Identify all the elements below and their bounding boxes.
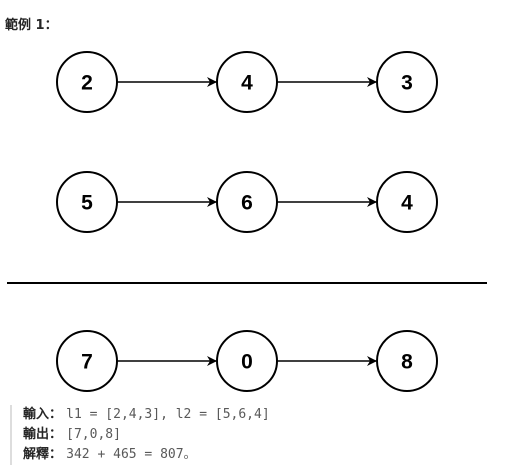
list-row-l2: 5 6 4 <box>56 171 438 233</box>
example-io-block: 輸入： l1 = [2,4,3], l2 = [5,6,4] 輸出： [7,0,… <box>10 405 423 465</box>
list-node: 2 <box>56 51 118 113</box>
example-title: 範例 1： <box>5 18 58 33</box>
list-row-l1: 2 4 3 <box>56 51 438 113</box>
node-value: 7 <box>81 351 93 374</box>
list-node: 4 <box>376 171 438 233</box>
input-label: 輸入： <box>23 407 63 422</box>
input-value: l1 = [2,4,3], l2 = [5,6,4] <box>66 407 270 422</box>
list-node: 7 <box>56 330 118 392</box>
list-node: 3 <box>376 51 438 113</box>
node-value: 8 <box>401 351 413 374</box>
node-value: 3 <box>401 72 413 95</box>
list-node: 0 <box>216 330 278 392</box>
node-value: 6 <box>241 192 253 215</box>
node-value: 2 <box>81 72 93 95</box>
node-value: 0 <box>241 351 253 374</box>
input-line: 輸入： l1 = [2,4,3], l2 = [5,6,4] <box>23 405 423 425</box>
output-line: 輸出： [7,0,8] <box>23 425 423 445</box>
node-value: 4 <box>401 192 413 215</box>
list-node: 6 <box>216 171 278 233</box>
linked-list-diagram: 2 4 3 5 6 4 7 <box>7 51 487 392</box>
list-row-result: 7 0 8 <box>56 330 438 392</box>
node-value: 5 <box>81 192 93 215</box>
output-label: 輸出： <box>23 427 63 442</box>
node-value: 4 <box>241 72 253 95</box>
explanation-value: 342 + 465 = 807。 <box>66 447 197 462</box>
output-value: [7,0,8] <box>66 427 121 442</box>
list-node: 8 <box>376 330 438 392</box>
list-node: 4 <box>216 51 278 113</box>
explanation-line: 解釋： 342 + 465 = 807。 <box>23 445 423 465</box>
explanation-label: 解釋： <box>23 447 63 462</box>
list-node: 5 <box>56 171 118 233</box>
